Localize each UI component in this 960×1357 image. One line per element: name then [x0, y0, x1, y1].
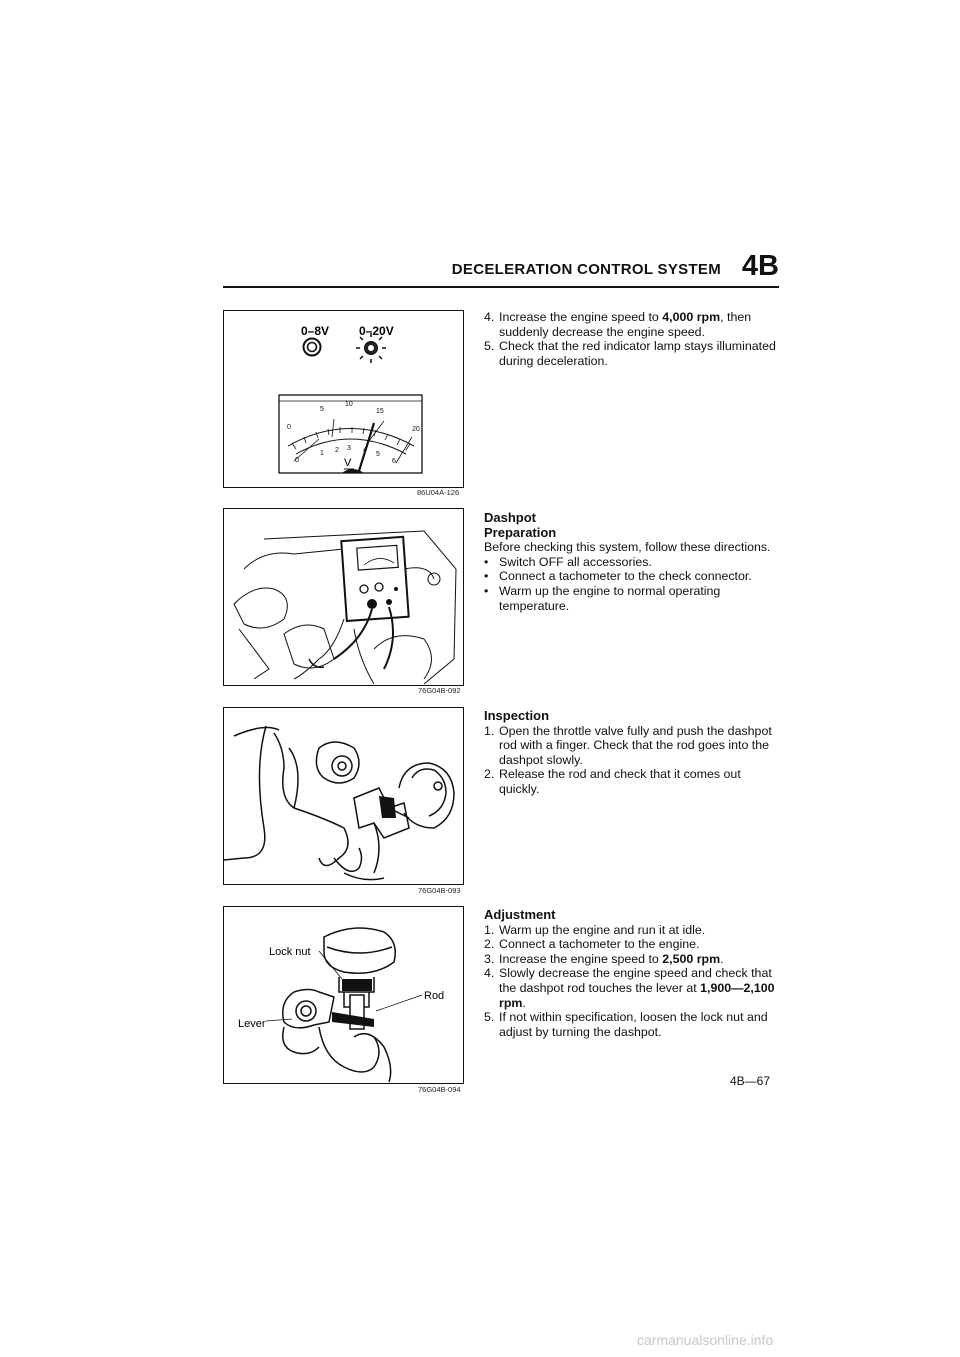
scale-top-5: 5 [320, 406, 324, 413]
figure-code-4: 76G04B-094 [418, 1085, 461, 1094]
lamp-on-icon [356, 333, 386, 363]
scale-top-0: 0 [287, 424, 291, 431]
heading-adjustment: Adjustment [484, 907, 556, 922]
text-dashpot-preparation: Dashpot Preparation Before checking this… [484, 510, 780, 613]
lock-nut-shape [342, 979, 372, 991]
list-item: 5.Check that the red indicator lamp stay… [484, 339, 776, 368]
scale-top-10: 10 [345, 401, 353, 408]
list-item: •Warm up the engine to normal operating … [484, 583, 721, 613]
figure-dashpot-inspection [223, 707, 464, 885]
watermark: carmanualsonline.info [637, 1332, 774, 1348]
page-number: 4B—67 [730, 1074, 771, 1088]
list-item: 1.Warm up the engine and run it at idle. [484, 922, 706, 937]
label-rod: Rod [424, 990, 444, 1002]
scale-bottom-0: 0 [295, 457, 299, 464]
text-top-steps: 4.Increase the engine speed to 4,000 rpm… [484, 310, 780, 368]
figure-voltmeter-scale: 0–8V 0–20V [223, 310, 464, 488]
list-item: •Connect a tachometer to the check conne… [484, 569, 752, 584]
list-item: 1.Open the throttle valve fully and push… [484, 723, 772, 767]
range-label-20v: 0–20V [359, 324, 394, 338]
list-item: 2.Connect a tachometer to the engine. [484, 937, 700, 952]
list-item: 3.Increase the engine speed to 2,500 rpm… [484, 951, 724, 966]
list-item: •Switch OFF all accessories. [484, 554, 652, 569]
list-item: 4.Increase the engine speed to 4,000 rpm… [484, 310, 752, 339]
scale-arc-outer [287, 428, 415, 447]
scale-bottom-1: 1 [320, 450, 324, 457]
heading-preparation: Preparation [484, 524, 557, 540]
heading-inspection: Inspection [484, 708, 550, 723]
inspection-steps: 1.Open the throttle valve fully and push… [484, 724, 780, 797]
text-adjustment: Adjustment 1.Warm up the engine and run … [484, 907, 780, 1040]
preparation-bullets: •Switch OFF all accessories. •Connect a … [484, 555, 780, 613]
dashpot-adjustment-illustration: Lock nut Rod Lever [238, 927, 444, 1083]
list-item: 4.Slowly decrease the engine speed and c… [484, 966, 775, 1010]
figure-dashpot-adjustment: Lock nut Rod Lever [223, 906, 464, 1084]
preparation-intro: Before checking this system, follow thes… [484, 540, 771, 555]
list-item: 2.Release the rod and check that it come… [484, 767, 741, 796]
scale-bottom-2: 2 [335, 447, 339, 454]
figure-code-3: 76G04B-093 [418, 886, 461, 895]
scale-bottom-5: 5 [376, 451, 380, 458]
voltmeter-illustration: 0–8V 0–20V [278, 324, 423, 474]
tachometer-dial [356, 544, 399, 571]
scale-arc-inner [295, 438, 407, 455]
page-header: DECELERATION CONTROL SYSTEM 4B [223, 250, 779, 288]
lever-arm [332, 1012, 374, 1027]
figure-code-1: 86U04A-126 [417, 488, 460, 497]
tachometer-illustration [233, 530, 457, 685]
section-number: 4B [741, 250, 779, 282]
figure-tachometer-engine [223, 508, 464, 686]
top-step-list: 4.Increase the engine speed to 4,000 rpm… [484, 310, 780, 368]
dashpot-inspection-illustration [224, 725, 455, 881]
scale-bottom-3: 3 [347, 445, 351, 452]
label-lock-nut: Lock nut [269, 946, 311, 958]
list-item: 5.If not within specification, loosen th… [484, 1010, 768, 1039]
heading-dashpot: Dashpot [484, 510, 536, 525]
needle-pivot [342, 469, 364, 473]
scale-top-15: 15 [376, 408, 384, 415]
meter-needle [357, 422, 376, 472]
scale-bottom-6: 6 [392, 458, 396, 465]
unit-label: V [344, 457, 352, 469]
scale-top-20: 20 [412, 426, 420, 433]
figure-code-2: 76G04B-092 [418, 686, 461, 695]
range-label-8v: 0–8V [301, 324, 329, 338]
text-inspection: Inspection 1.Open the throttle valve ful… [484, 708, 780, 797]
adjustment-steps: 1.Warm up the engine and run it at idle.… [484, 923, 780, 1040]
label-lever: Lever [238, 1018, 266, 1030]
header-title: DECELERATION CONTROL SYSTEM [451, 261, 721, 278]
lamp-off-icon [302, 337, 322, 357]
